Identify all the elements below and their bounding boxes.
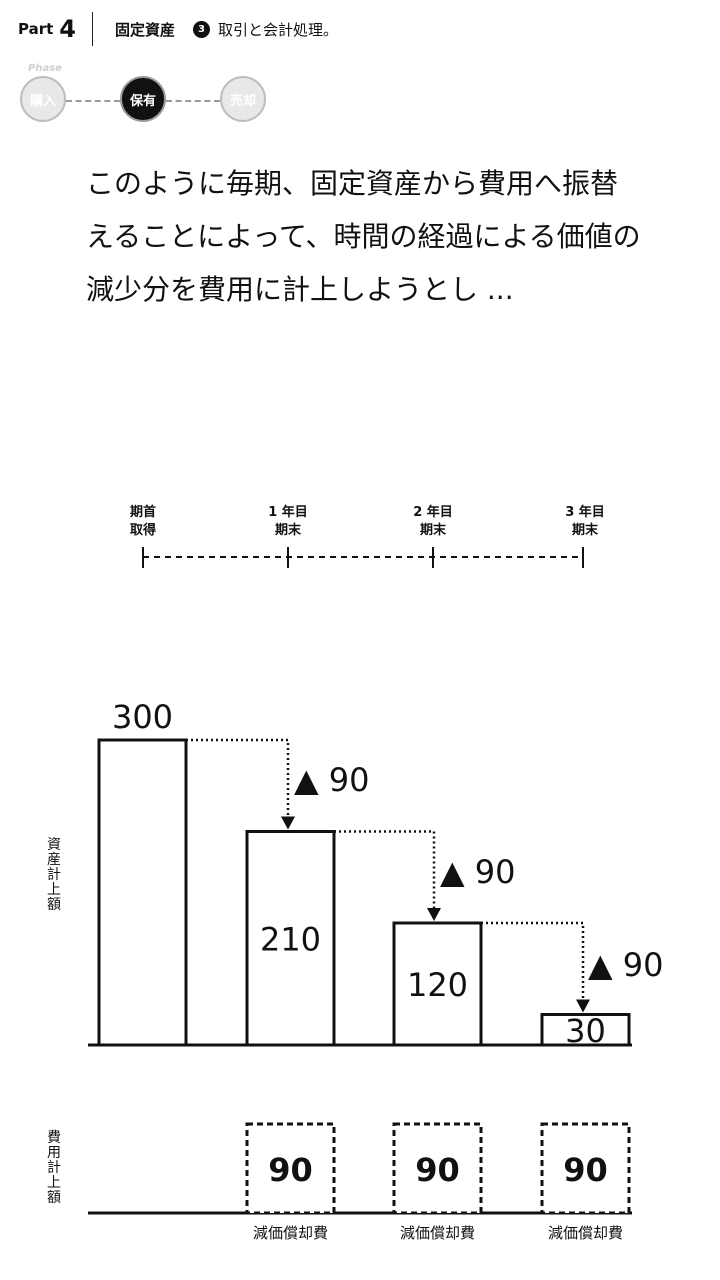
phase-hold-label: 保有 <box>129 93 156 109</box>
expense-value-label: 90 <box>563 1151 608 1189</box>
axis-char: 上 <box>47 882 61 898</box>
axis-char: 計 <box>47 867 61 883</box>
section-title: 固定資産 <box>114 20 175 39</box>
timeline <box>142 547 584 568</box>
step-badge: 3 <box>193 20 210 38</box>
paragraph-line: このように毎期、固定資産から費用へ振替 <box>86 167 619 200</box>
expense-bar <box>392 1122 483 1215</box>
expense-bar <box>245 1122 336 1215</box>
part-label: Part <box>18 20 54 38</box>
expense-axis-label: 費 用 計 上 額 <box>46 1131 62 1206</box>
axis-char: 資 <box>47 837 61 853</box>
asset-value-label: 120 <box>407 966 468 1004</box>
arrow-head <box>576 999 590 1013</box>
axis-char: 計 <box>47 1160 61 1176</box>
asset-value-label: 210 <box>260 920 321 958</box>
axis-char: 上 <box>47 1175 61 1191</box>
asset-axis-label: 資 産 計 上 額 <box>46 838 62 913</box>
timeline-label-line: 1 年目 <box>268 505 308 520</box>
page-header: Part 4 固定資産 3 取引と会計処理。 <box>18 12 338 46</box>
timeline-label-line: 期首 <box>129 505 156 520</box>
expense-caption: 減価償却費 <box>253 1224 328 1242</box>
asset-value-label: 30 <box>565 1012 606 1050</box>
header-divider <box>91 12 93 46</box>
page-subtitle: 取引と会計処理。 <box>218 20 339 39</box>
asset-bar <box>97 738 188 1047</box>
paragraph-line: 減少分を費用に計上しようとし ... <box>86 273 514 306</box>
expense-bars: 90 減価償却費 90 減価償却費 90 減価償却費 <box>88 1122 632 1242</box>
timeline-label-line: 期末 <box>274 523 301 538</box>
axis-char: 産 <box>47 852 61 868</box>
phase-caption: Phase <box>28 63 62 74</box>
timeline-label-year2: 2 年目 期末 <box>393 504 473 540</box>
decrease-label: ▲ 90 <box>588 946 664 984</box>
timeline-label-line: 3 年目 <box>565 505 605 520</box>
asset-bar <box>392 921 483 1047</box>
phase-sale: 売却 <box>220 76 266 122</box>
phase-connector <box>66 100 120 102</box>
phase-purchase: 購入 <box>20 76 66 122</box>
timeline-label-line: 取得 <box>129 523 156 538</box>
phase-sale-label: 売却 <box>229 93 256 109</box>
explanation-paragraph: このように毎期、固定資産から費用へ振替 えることによって、時間の経過による価値の… <box>86 157 666 316</box>
timeline-label-line: 期末 <box>419 523 446 538</box>
arrow-head <box>281 816 295 830</box>
expense-value-label: 90 <box>415 1151 460 1189</box>
timeline-label-year1: 1 年目 期末 <box>248 504 328 540</box>
expense-bar <box>540 1122 631 1215</box>
expense-value-label: 90 <box>268 1151 313 1189</box>
decrease-connector <box>481 921 585 1001</box>
axis-char: 額 <box>47 897 61 913</box>
timeline-label-line: 期末 <box>571 523 598 538</box>
timeline-label-year3: 3 年目 期末 <box>545 504 625 540</box>
phase-purchase-label: 購入 <box>29 93 56 109</box>
axis-char: 額 <box>47 1190 61 1206</box>
asset-bar <box>245 830 336 1047</box>
decrease-label: ▲ 90 <box>440 853 516 891</box>
arrow-head <box>427 908 441 921</box>
decrease-connector <box>186 738 290 818</box>
asset-value-label: 300 <box>112 698 173 736</box>
expense-caption: 減価償却費 <box>548 1224 623 1242</box>
axis-char: 用 <box>47 1145 61 1161</box>
timeline-label-start: 期首 取得 <box>103 504 183 540</box>
asset-bars: 300 210 120 30 ▲ 90 ▲ 90 ▲ 90 <box>88 698 664 1050</box>
phase-connector <box>166 100 220 102</box>
part-number: 4 <box>59 15 76 43</box>
decrease-label: ▲ 90 <box>294 761 370 799</box>
timeline-label-line: 2 年目 <box>413 505 453 520</box>
phase-hold: 保有 <box>120 76 166 122</box>
paragraph-line: えることによって、時間の経過による価値の <box>86 220 641 253</box>
expense-caption: 減価償却費 <box>400 1224 475 1242</box>
axis-char: 費 <box>47 1130 61 1146</box>
asset-bar <box>540 1013 631 1047</box>
decrease-connector <box>334 830 436 909</box>
